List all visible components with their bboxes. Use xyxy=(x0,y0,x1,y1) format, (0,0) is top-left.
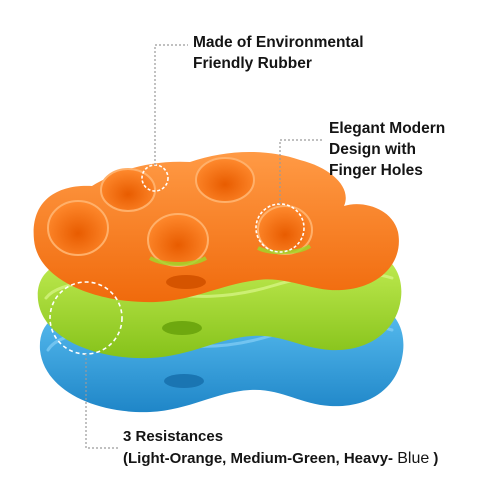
material-caption-line-1: Made of Environmental xyxy=(193,34,364,51)
finger-hole-back-right xyxy=(196,158,254,202)
design-caption-line-3: Finger Holes xyxy=(329,162,423,179)
material-caption-line-2: Friendly Rubber xyxy=(193,55,312,72)
resistance-caption-line-2: (Light-Orange, Medium-Green, Heavy- Blue… xyxy=(123,448,438,470)
blue-center-notch xyxy=(164,374,204,388)
resistance-closing-paren: ) xyxy=(429,450,439,467)
orange-center-notch xyxy=(166,275,206,289)
finger-holes xyxy=(48,158,312,266)
orange-finger-stretcher xyxy=(33,151,399,303)
design-caption: Elegant Modern Design with Finger Holes xyxy=(329,118,445,181)
material-caption: Made of Environmental Friendly Rubber xyxy=(193,32,364,74)
heavy-blue-word: Blue xyxy=(397,450,430,467)
finger-hole-left xyxy=(48,201,108,255)
finger-hole-front xyxy=(148,214,208,266)
resistance-levels-text: (Light-Orange, Medium-Green, Heavy- xyxy=(123,450,398,467)
design-caption-line-2: Design with xyxy=(329,141,416,158)
resistance-caption-line-1: 3 Resistances xyxy=(123,428,224,445)
material-callout-leader xyxy=(154,44,188,165)
design-caption-line-1: Elegant Modern xyxy=(329,120,446,137)
resistance-callout-leader xyxy=(85,354,118,449)
resistance-caption: 3 Resistances (Light-Orange, Medium-Gree… xyxy=(123,426,438,470)
callout-lines xyxy=(49,44,322,449)
design-callout-leader xyxy=(279,139,322,204)
finger-hole-back-left xyxy=(101,169,155,211)
green-center-notch xyxy=(162,321,202,335)
